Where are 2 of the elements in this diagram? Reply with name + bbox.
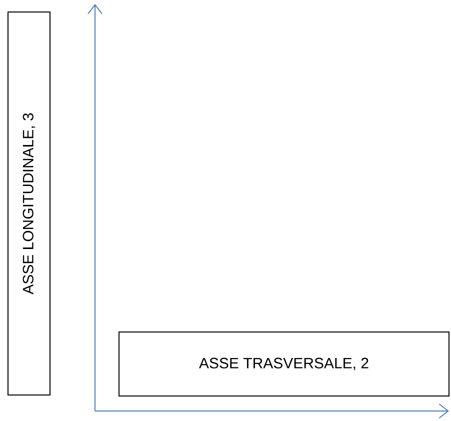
text-box: ASSE TRASVERSALE, 2 [118,332,450,396]
text-box: ASSE LONGITUDINALE, 3 [8,12,50,396]
